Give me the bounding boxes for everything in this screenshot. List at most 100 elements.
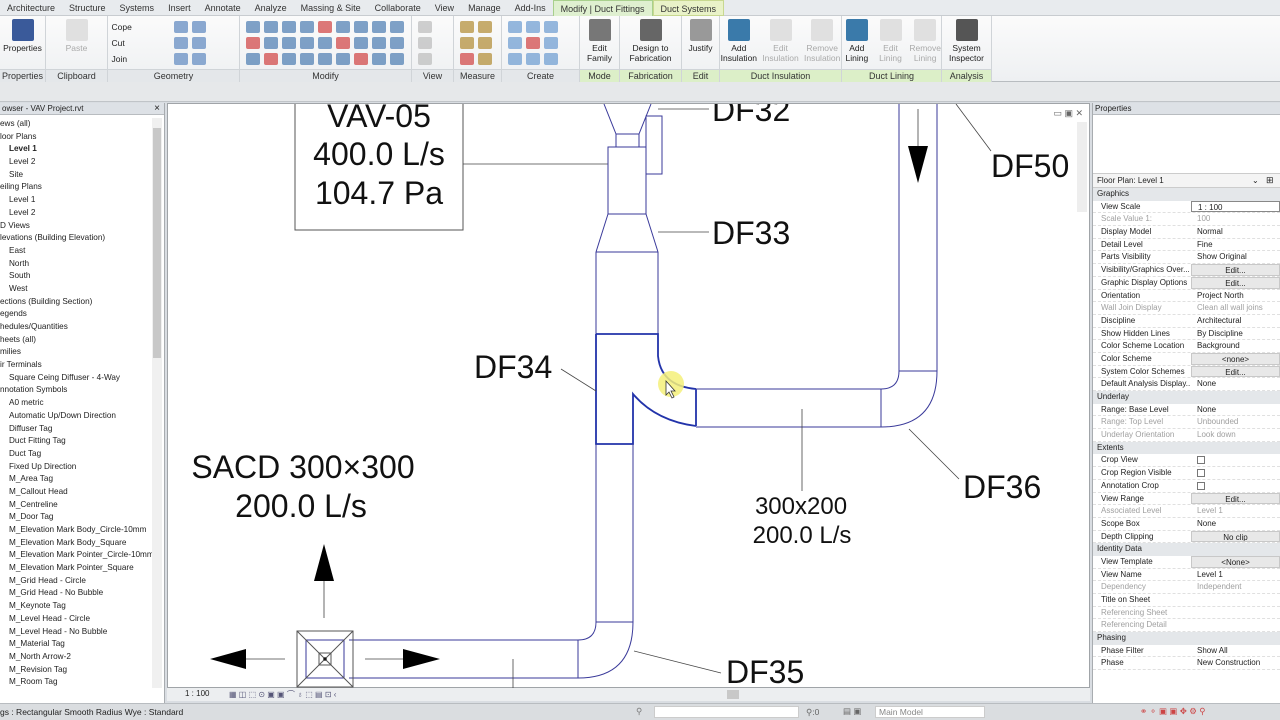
browser-item[interactable]: M_Material Tag — [0, 638, 152, 651]
tool-icon[interactable] — [299, 21, 314, 33]
tag-df50[interactable]: DF50 — [991, 148, 1069, 184]
browser-item[interactable]: M_Level Head - No Bubble — [0, 626, 152, 639]
right-branch-duct[interactable] — [696, 104, 938, 428]
browser-item[interactable]: levations (Building Elevation) — [0, 232, 152, 245]
property-value[interactable] — [1191, 594, 1280, 606]
browser-item[interactable]: A0 metric — [0, 397, 152, 410]
browser-item[interactable]: heets (all) — [0, 334, 152, 347]
add-insulation-button[interactable]: Add Insulation — [720, 19, 758, 63]
browser-item[interactable]: East — [0, 245, 152, 258]
property-value[interactable]: Normal — [1197, 227, 1223, 237]
browser-item[interactable]: D Views — [0, 220, 152, 233]
tab-architecture[interactable]: Architecture — [7, 2, 56, 13]
tool-icon[interactable] — [417, 37, 432, 49]
browser-item[interactable]: North — [0, 258, 152, 271]
tool-icon[interactable] — [173, 53, 188, 65]
property-checkbox[interactable] — [1191, 480, 1280, 492]
browser-item[interactable]: ections (Building Section) — [0, 296, 152, 309]
section-phasing[interactable]: Phasing — [1093, 632, 1280, 645]
property-value[interactable]: None — [1197, 518, 1217, 528]
browser-item[interactable]: M_Level Head - Circle — [0, 613, 152, 626]
tool-icon[interactable] — [417, 53, 432, 65]
tool-icon[interactable] — [281, 53, 296, 65]
lower-duct[interactable] — [349, 444, 634, 679]
edit-lining-button[interactable]: Edit Lining — [876, 19, 906, 63]
browser-item[interactable]: M_Keynote Tag — [0, 600, 152, 613]
cut-button[interactable]: Cut — [111, 38, 125, 48]
design-option-dropdown[interactable]: Main Model — [875, 706, 985, 718]
tool-icon[interactable] — [281, 21, 296, 33]
tab-analyze[interactable]: Analyze — [254, 2, 287, 13]
workset-dropdown[interactable] — [654, 706, 799, 718]
browser-item[interactable]: hedules/Quantities — [0, 321, 152, 334]
tool-icon[interactable] — [191, 21, 206, 33]
diffuser[interactable] — [296, 630, 354, 688]
tool-icon[interactable] — [191, 53, 206, 65]
system-inspector-button[interactable]: System Inspector — [945, 19, 989, 63]
browser-item[interactable]: Level 1 — [0, 194, 152, 207]
property-value[interactable]: Background — [1197, 341, 1240, 351]
tab-modify-duct-fittings[interactable]: Modify | Duct Fittings — [552, 0, 653, 16]
browser-item[interactable]: Level 1 — [0, 143, 152, 156]
tool-icon[interactable] — [263, 37, 278, 49]
tool-icon[interactable] — [525, 53, 540, 65]
property-value[interactable]: By Discipline — [1197, 328, 1243, 338]
tool-icon[interactable] — [389, 37, 404, 49]
tool-icon[interactable] — [281, 37, 296, 49]
property-checkbox[interactable] — [1191, 454, 1280, 466]
browser-item[interactable]: Fixed Up Direction — [0, 461, 152, 474]
remove-insulation-button[interactable]: Remove Insulation — [803, 19, 841, 63]
browser-item[interactable]: loor Plans — [0, 131, 152, 144]
tab-structure[interactable]: Structure — [69, 2, 106, 13]
tool-icon[interactable] — [335, 21, 350, 33]
tool-icon[interactable] — [353, 37, 368, 49]
duct-tag-flow[interactable]: 200.0 L/s — [753, 522, 852, 549]
worksets-icon[interactable]: ⚲ — [636, 706, 643, 716]
tool-icon[interactable] — [477, 21, 492, 33]
browser-item[interactable]: M_Elevation Mark Pointer_Circle-10mm — [0, 549, 152, 562]
browser-item[interactable]: M_Grid Head - No Bubble — [0, 587, 152, 600]
browser-item[interactable]: M_Revision Tag — [0, 664, 152, 677]
browser-item[interactable]: M_Door Tag — [0, 511, 152, 524]
tag-df33[interactable]: DF33 — [712, 215, 790, 251]
tag-df34[interactable]: DF34 — [474, 349, 552, 385]
section-graphics[interactable]: Graphics — [1093, 188, 1280, 201]
checkbox[interactable] — [1197, 469, 1205, 478]
tool-icon[interactable] — [389, 21, 404, 33]
property-value[interactable]: Fine — [1197, 239, 1213, 249]
properties-button[interactable]: Properties — [1, 19, 45, 53]
browser-item[interactable]: Site — [0, 169, 152, 182]
browser-item[interactable]: M_Grid Head - Circle — [0, 575, 152, 588]
checkbox[interactable] — [1197, 481, 1205, 490]
tool-icon[interactable] — [317, 21, 332, 33]
property-edit-button[interactable]: No clip — [1191, 530, 1280, 543]
browser-item[interactable]: M_Area Tag — [0, 473, 152, 486]
section-extents[interactable]: Extents — [1093, 441, 1280, 455]
property-edit-button[interactable]: Edit... — [1191, 365, 1280, 378]
justify-button[interactable]: Justify — [682, 19, 719, 53]
property-value[interactable]: Level 1 — [1197, 569, 1223, 579]
property-value[interactable]: Architectural — [1197, 315, 1242, 325]
tool-icon[interactable] — [353, 21, 368, 33]
tool-icon[interactable] — [299, 53, 314, 65]
tool-icon[interactable] — [335, 37, 350, 49]
tool-icon[interactable] — [477, 37, 492, 49]
browser-item[interactable]: Automatic Up/Down Direction — [0, 410, 152, 423]
property-value[interactable]: New Construction — [1197, 658, 1261, 668]
tool-icon[interactable] — [543, 21, 558, 33]
tool-icon[interactable] — [543, 53, 558, 65]
property-value[interactable]: Show All — [1197, 645, 1228, 655]
join-button[interactable]: Join — [111, 54, 128, 64]
tab-massing-site[interactable]: Massing & Site — [300, 2, 361, 13]
edit-type-icon[interactable]: ⊞ — [1266, 175, 1274, 185]
browser-item[interactable]: M_North Arrow-2 — [0, 651, 152, 664]
browser-scrollbar[interactable] — [152, 118, 162, 688]
tab-insert[interactable]: Insert — [168, 2, 191, 13]
tool-icon[interactable] — [507, 37, 522, 49]
canvas-vscroll[interactable] — [1077, 122, 1087, 212]
tab-collaborate[interactable]: Collaborate — [374, 2, 421, 13]
tool-icon[interactable] — [507, 53, 522, 65]
tab-systems[interactable]: Systems — [119, 2, 155, 13]
property-value[interactable]: Show Original — [1197, 252, 1247, 262]
tool-icon[interactable] — [459, 53, 474, 65]
